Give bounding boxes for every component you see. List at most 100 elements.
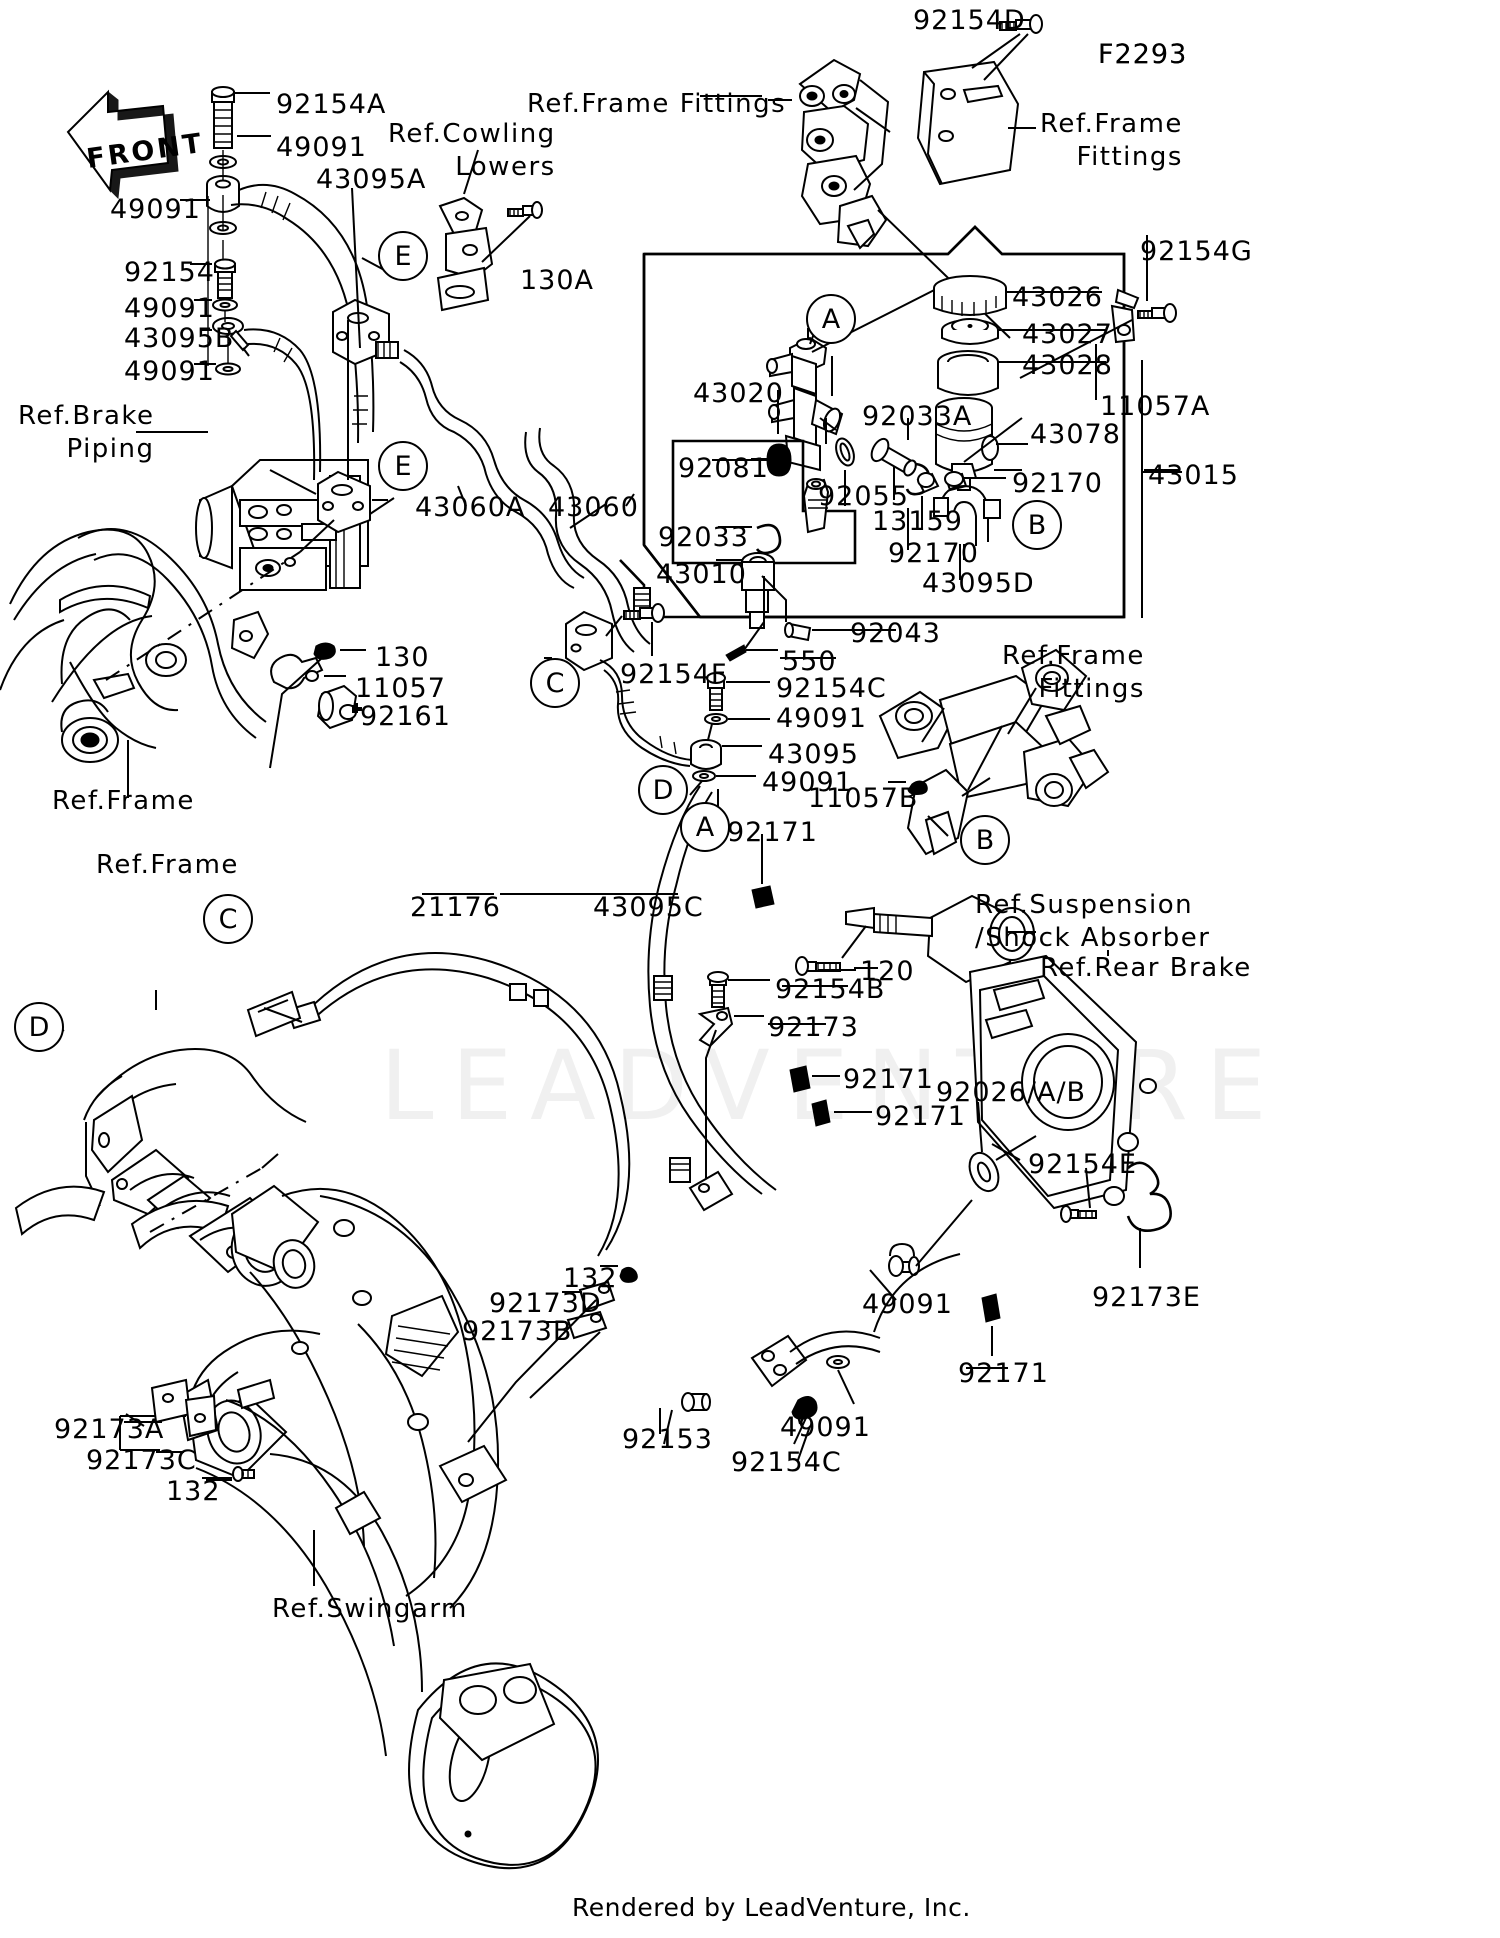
- part-number-callout: 49091: [276, 132, 367, 163]
- reference-label-line: Ref.Brake: [18, 401, 155, 431]
- part-number-callout: 43060: [548, 492, 639, 523]
- watermark-text: LEADVENTURE: [380, 1030, 1285, 1142]
- part-number-callout: 92173A: [54, 1414, 165, 1445]
- part-number-callout: 43078: [1030, 419, 1121, 450]
- hose-43095A-lower: [243, 328, 322, 481]
- brake-line-43060: [524, 427, 651, 653]
- part-number-callout: 43010: [656, 559, 747, 590]
- reference-label: Ref.Frame: [96, 849, 239, 882]
- section-marker-d: D: [638, 765, 688, 815]
- section-marker-b: B: [960, 815, 1010, 865]
- part-number-callout: 92033A: [862, 401, 973, 432]
- reference-label-line: Ref.Frame Fittings: [527, 89, 787, 119]
- part-number-callout: 92154A: [276, 89, 387, 120]
- rear-sensor-fasteners: [663, 1199, 973, 1445]
- section-marker-a: A: [806, 294, 856, 344]
- part-number-callout: 43095C: [593, 892, 704, 923]
- part-number-callout: 11057: [355, 673, 446, 704]
- reference-label: Ref.Rear Brake: [1040, 952, 1252, 985]
- junction-block-E-top: [332, 298, 390, 366]
- section-marker-e: E: [378, 231, 428, 281]
- part-number-callout: 120: [860, 956, 915, 987]
- reference-label-line: Ref.Frame: [1040, 109, 1183, 139]
- part-number-callout: 92171: [843, 1064, 934, 1095]
- part-number-callout: 550: [782, 646, 837, 677]
- front-direction-arrow: FRONT: [66, 89, 206, 200]
- part-number-callout: 92170: [888, 538, 979, 569]
- frame-upper-ref: [0, 320, 349, 798]
- reference-label-line: Ref.Frame: [96, 850, 239, 880]
- part-number-callout: 132: [563, 1263, 618, 1294]
- part-number-callout: 43020: [693, 378, 784, 409]
- part-number-callout: 43095: [768, 739, 859, 770]
- part-number-callout: 92026/A/B: [936, 1077, 1087, 1108]
- section-marker-c: C: [530, 658, 580, 708]
- part-number-callout: F2293: [1098, 39, 1188, 70]
- part-number-callout: 92154D: [913, 5, 1026, 36]
- part-number-callout: 92055: [818, 481, 909, 512]
- reference-label-line: Fittings: [1038, 673, 1145, 704]
- part-number-callout: 49091: [862, 1289, 953, 1320]
- part-number-callout: 92171: [875, 1101, 966, 1132]
- part-number-callout: 43060A: [415, 492, 526, 523]
- reference-label-line: Ref.Rear Brake: [1040, 953, 1252, 983]
- section-marker-e: E: [378, 441, 428, 491]
- part-number-callout: 92154E: [1028, 1149, 1137, 1180]
- part-number-callout: 92173D: [489, 1288, 602, 1319]
- part-number-callout: 92043: [850, 618, 941, 649]
- part-number-callout: 43095B: [124, 323, 235, 354]
- part-number-callout: 92170: [1012, 468, 1103, 499]
- part-number-callout: 92153: [622, 1424, 713, 1455]
- hose-43095A: [230, 183, 375, 444]
- reference-label-line: Ref.Suspension: [975, 890, 1194, 920]
- reference-label-line: Ref.Swingarm: [272, 1594, 468, 1624]
- part-number-callout: 92171: [958, 1358, 1049, 1389]
- reference-label: Ref.Frame: [52, 785, 195, 818]
- reference-label-line: /Shock Absorber: [975, 922, 1211, 953]
- part-number-callout: 92171: [727, 817, 818, 848]
- part-number-callout: 49091: [762, 767, 853, 798]
- part-number-callout: 43095A: [316, 164, 427, 195]
- reference-label: Ref.Frame Fittings: [527, 88, 786, 121]
- reference-label-line: Ref.Cowling: [388, 119, 556, 149]
- part-number-callout: 92033: [658, 522, 749, 553]
- part-number-callout: 132: [166, 1476, 221, 1507]
- part-number-callout: 49091: [124, 293, 215, 324]
- part-number-callout: 43026: [1012, 282, 1103, 313]
- part-number-callout: 13159: [872, 506, 963, 537]
- part-number-callout: 92173B: [462, 1316, 573, 1347]
- part-number-callout: 43015: [1148, 460, 1239, 491]
- part-number-callout: 49091: [110, 194, 201, 225]
- part-number-callout: 49091: [780, 1412, 871, 1443]
- part-number-callout: 92173E: [1092, 1282, 1201, 1313]
- part-number-callout: 43095D: [922, 568, 1035, 599]
- frame-fitting-bracket-assembly: [768, 14, 1043, 339]
- section-marker-a: A: [680, 802, 730, 852]
- part-number-callout: 43028: [1022, 350, 1113, 381]
- part-number-callout: 92154C: [731, 1447, 842, 1478]
- part-number-callout: 11057A: [1100, 391, 1211, 422]
- section-marker-c: C: [203, 894, 253, 944]
- part-number-callout: 92161: [360, 701, 451, 732]
- reference-label-line: Lowers: [455, 151, 556, 182]
- reference-label: Ref.Swingarm: [272, 1593, 468, 1626]
- part-number-callout: 43027: [1022, 319, 1113, 350]
- part-number-callout: 130A: [520, 265, 595, 296]
- clip-92171-bottom: [889, 1242, 915, 1257]
- section-marker-b: B: [1012, 500, 1062, 550]
- part-number-callout: 92154B: [775, 974, 886, 1005]
- part-number-callout: 21176: [410, 892, 501, 923]
- part-number-callout: 49091: [124, 356, 215, 387]
- reference-label: Ref.Suspension/Shock Absorber: [975, 889, 1210, 954]
- abs-modulator-unit: [195, 459, 369, 591]
- master-cylinder-43020: [766, 279, 955, 472]
- part-number-callout: 92081: [678, 453, 769, 484]
- reference-label-line: Fittings: [1076, 141, 1183, 172]
- part-number-callout: 92173C: [86, 1445, 197, 1476]
